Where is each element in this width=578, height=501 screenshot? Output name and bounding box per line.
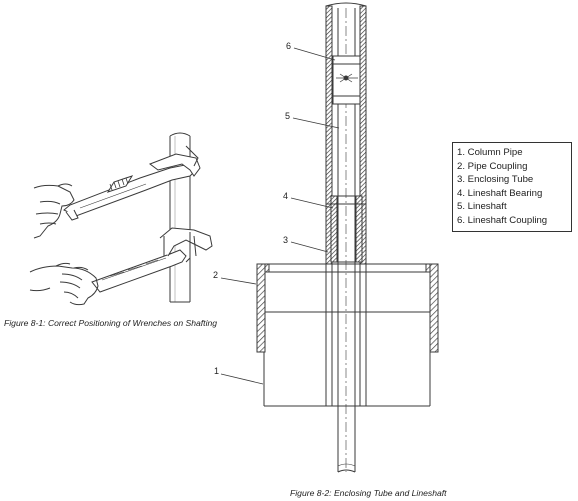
legend-item-lineshaft: 5. Lineshaft	[457, 201, 507, 212]
legend-item-column-pipe: 1. Column Pipe	[457, 147, 523, 158]
callout-1: 1	[214, 366, 220, 376]
figure-8-1-illustration	[29, 132, 213, 306]
callout-5: 5	[285, 111, 291, 121]
callout-4: 4	[283, 191, 289, 201]
legend-item-pipe-coupling: 2. Pipe Coupling	[457, 160, 528, 172]
callout-3: 3	[283, 235, 289, 245]
parts-legend: 1. Column Pipe 2. Pipe Coupling 3. Enclo…	[452, 142, 572, 232]
upper-pipe-wrench	[63, 145, 201, 221]
callout-leaders	[220, 47, 340, 385]
legend-item-lineshaft-coupling: 6. Lineshaft Coupling	[457, 214, 548, 226]
callout-2: 2	[213, 270, 219, 280]
lower-hand	[29, 262, 99, 306]
figure-8-2-caption: Figure 8-2: Enclosing Tube and Lineshaft	[290, 488, 447, 498]
lineshaft-bearing	[326, 195, 366, 263]
upper-hand	[33, 183, 75, 239]
lower-pipe-wrench	[91, 227, 213, 293]
pipe-coupling	[256, 263, 439, 353]
lineshaft-coupling	[332, 55, 361, 105]
legend-item-enclosing-tube: 3. Enclosing Tube	[457, 174, 534, 185]
column-pipe	[263, 311, 431, 407]
callout-6: 6	[286, 41, 292, 51]
legend-item-lineshaft-bearing: 4. Lineshaft Bearing	[457, 187, 543, 199]
figure-8-1-caption: Figure 8-1: Correct Positioning of Wrenc…	[4, 318, 218, 328]
figure-8-2-illustration	[220, 2, 439, 473]
enclosing-tube	[325, 2, 367, 406]
